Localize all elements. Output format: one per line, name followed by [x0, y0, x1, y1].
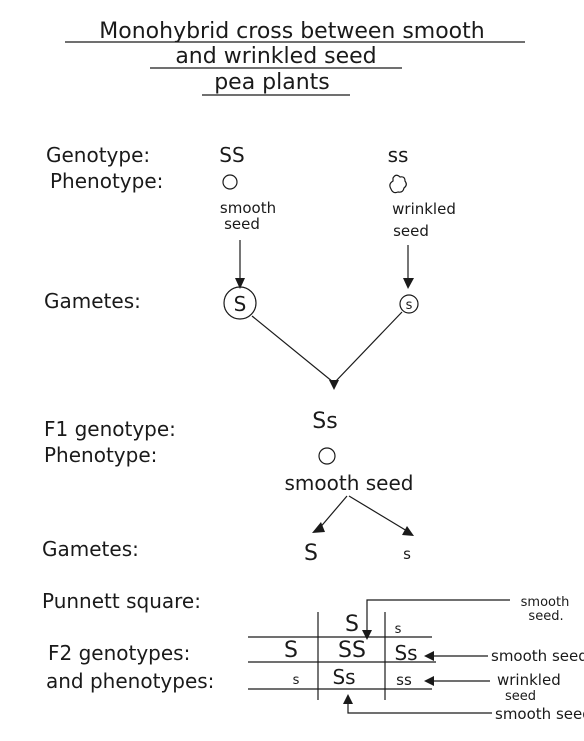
right-cross-line	[334, 311, 403, 383]
left-parent-arrowhead	[235, 278, 245, 289]
title-line-1: Monohybrid cross between smooth	[99, 19, 484, 44]
genotype-label: Genotype:	[46, 143, 150, 167]
right-phenotype-line-1: wrinkled	[392, 200, 456, 218]
annotation-1-line-2: seed.	[528, 609, 563, 624]
annotation-3-line-2: seed	[505, 689, 536, 704]
title-line-2: and wrinkled seed	[175, 44, 376, 69]
f1-phenotype: smooth seed	[285, 471, 414, 495]
right-gamete-circle	[399, 294, 419, 314]
f1-right-arrowhead	[402, 526, 414, 536]
annotation-arrowhead-4	[343, 694, 353, 704]
gametes-label-2: Gametes:	[42, 537, 139, 561]
f1-arrowhead	[329, 380, 339, 390]
annotation-arrowhead-1	[362, 630, 372, 640]
left-phenotype-line-1: smooth	[220, 199, 276, 217]
smooth-seed-icon	[222, 174, 238, 190]
punnett-row-header-2: s	[293, 673, 300, 688]
punnett-col-header-1: S	[345, 612, 359, 637]
f1-genotype: Ss	[312, 409, 337, 434]
left-cross-line	[251, 315, 334, 383]
f2-label-line-1: F2 genotypes:	[48, 641, 190, 665]
title-line-3: pea plants	[214, 70, 330, 95]
left-gamete: S	[234, 292, 247, 316]
annotation-arrowhead-3	[424, 676, 434, 686]
annotation-4: smooth seed	[495, 705, 584, 723]
f1-left-branch	[317, 495, 348, 531]
f2-label-line-2: and phenotypes:	[46, 669, 214, 693]
right-gamete: s	[406, 298, 413, 313]
punnett-cell-1-1: SS	[338, 638, 366, 663]
right-phenotype-line-2: seed	[393, 222, 429, 240]
right-parent-arrowhead	[403, 278, 414, 289]
f1-genotype-label: F1 genotype:	[44, 417, 176, 441]
annotation-1-line-1: smooth	[521, 595, 570, 610]
left-parent-genotype: SS	[219, 143, 244, 167]
wrinkled-seed-icon	[389, 174, 407, 194]
left-phenotype-line-2: seed	[224, 215, 260, 233]
left-gamete-circle	[223, 286, 257, 320]
right-parent-genotype: ss	[388, 143, 409, 167]
punnett-cell-1-2: Ss	[394, 641, 417, 665]
gametes-label: Gametes:	[44, 289, 141, 313]
punnett-cell-2-2: ss	[396, 671, 412, 689]
f1-left-arrowhead	[312, 522, 325, 533]
f1-smooth-seed-icon	[318, 447, 336, 465]
punnett-cell-2-1: Ss	[332, 665, 355, 689]
f1-gamete-left: S	[304, 541, 318, 566]
punnett-row-header-1: S	[284, 638, 298, 663]
annotation-2: smooth seed	[491, 647, 584, 665]
punnett-col-header-2: s	[395, 622, 402, 637]
annotation-3-line-1: wrinkled	[497, 671, 561, 689]
annotation-arrow-1	[366, 599, 510, 632]
f1-right-branch	[348, 495, 408, 532]
f1-phenotype-label: Phenotype:	[44, 443, 157, 467]
punnett-square-label: Punnett square:	[42, 589, 201, 613]
annotation-arrowhead-2	[424, 651, 434, 661]
phenotype-label: Phenotype:	[50, 169, 163, 193]
annotation-arrow-4	[347, 702, 492, 714]
f1-gamete-right: s	[403, 545, 411, 563]
